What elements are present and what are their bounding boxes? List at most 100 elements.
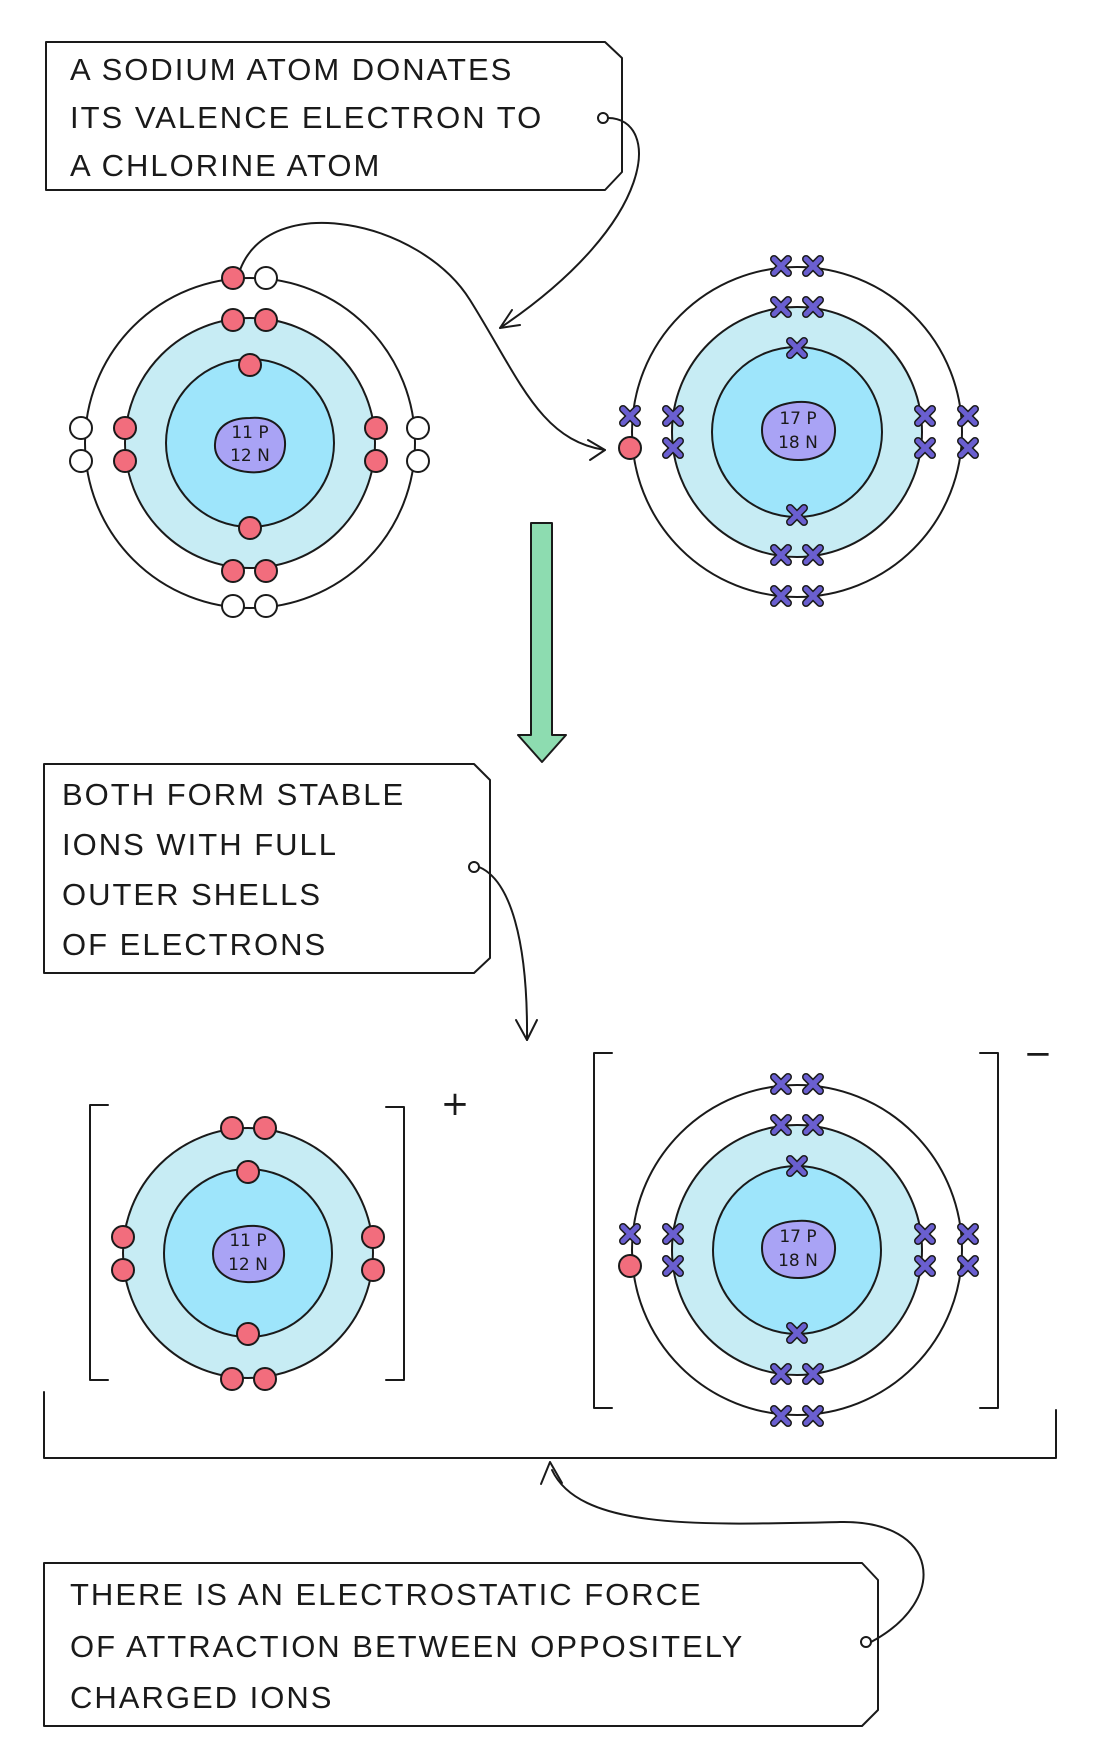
callout-attraction-line-2: OF ATTRACTION BETWEEN OPPOSITELY [70,1629,744,1664]
sodium-empty-electron-position [69,416,93,440]
chloride-ion-charge: − [1024,1034,1053,1074]
sodium-electron [238,353,262,377]
sodium-empty-electron-position [406,416,430,440]
sodium-empty-electron-position [221,594,245,618]
chloride-ion: − 17 P 18 N [593,1034,1053,1427]
chlorine-electron [786,504,808,526]
chloride-ion-electron [957,1255,979,1277]
sodium-empty-electron-position [406,449,430,473]
chlorine-atom-nucleus [760,400,837,462]
chlorine-electron [662,437,684,459]
transferred-electron [618,436,642,460]
chlorine-electron [770,585,792,607]
chlorine-atom-outer-shell [631,266,963,598]
chloride-ion-nucleus [760,1219,837,1280]
sodium-electron [254,559,278,583]
chlorine-electron [802,255,824,277]
sodium-ion: + 11 P 12 N [89,1084,470,1391]
gained-electron [618,1254,642,1278]
sodium-ion-nucleus [211,1224,286,1284]
chloride-ion-electron [770,1405,792,1427]
chloride-ion-electron [914,1223,936,1245]
sodium-ion-right-bracket [385,1106,405,1381]
ion-pair-bracket [43,1391,1057,1459]
sodium-atom: 11 P 12 N [69,266,430,618]
callout-donation: A SODIUM ATOM DONATES ITS VALENCE ELECTR… [45,41,623,191]
sodium-ion-electrons [111,1116,385,1391]
sodium-ion-electron [220,1116,244,1140]
stable-pointer-arrow [468,861,538,1041]
chlorine-electron [770,255,792,277]
sodium-ion-electron [236,1322,260,1346]
chloride-ion-electrons [618,1073,979,1427]
chloride-ion-electron [786,1322,808,1344]
chloride-ion-electron [786,1155,808,1177]
chlorine-electron [914,437,936,459]
donation-pointer-arrow [499,112,640,329]
sodium-ion-protons: 11 P [229,1231,266,1251]
chlorine-atom-protons: 17 P [779,409,816,429]
sodium-electron [113,416,137,440]
chloride-ion-electron [802,1405,824,1427]
sodium-ion-electron [111,1258,135,1282]
electron-transfer-arrow [239,221,606,461]
chlorine-atom-electrons [618,255,979,607]
chlorine-atom-neutrons: 18 N [778,433,818,453]
chlorine-electron [619,405,641,427]
sodium-ion-electron [220,1367,244,1391]
callout-attraction: THERE IS AN ELECTROSTATIC FORCE OF ATTRA… [43,1562,879,1727]
callout-donation-line-1: A SODIUM ATOM DONATES [70,52,513,87]
chlorine-electron [957,405,979,427]
sodium-ion-electron [253,1367,277,1391]
callout-stable: BOTH FORM STABLE IONS WITH FULL OUTER SH… [43,763,491,974]
sodium-valence-electron [221,266,245,290]
sodium-atom-nucleus [213,416,287,474]
sodium-ion-electron [236,1160,260,1184]
sodium-ion-electron [361,1225,385,1249]
callout-stable-line-2: IONS WITH FULL [62,827,338,862]
reaction-down-arrow [517,522,567,763]
chloride-ion-left-bracket [593,1052,613,1409]
chloride-ion-electron [802,1114,824,1136]
sodium-atom-outer-shell [84,277,416,609]
chlorine-electron [802,585,824,607]
chloride-ion-electron [802,1363,824,1385]
sodium-ion-neutrons: 12 N [228,1255,268,1275]
chlorine-electron [802,544,824,566]
sodium-ion-charge: + [441,1084,470,1124]
chlorine-electron [770,296,792,318]
chloride-ion-outer-shell [631,1084,963,1416]
sodium-atom-neutrons: 12 N [230,446,270,466]
chlorine-electron [914,405,936,427]
chlorine-atom: 17 P 18 N [618,255,979,607]
chloride-ion-neutrons: 18 N [778,1251,818,1271]
sodium-empty-electron-position [69,449,93,473]
sodium-ion-electron [253,1116,277,1140]
chlorine-electron [770,544,792,566]
sodium-empty-electron-position [254,594,278,618]
chloride-ion-electron [802,1073,824,1095]
chloride-ion-electron [770,1363,792,1385]
sodium-ion-electron [361,1258,385,1282]
chlorine-electron [802,296,824,318]
chloride-ion-electron [662,1223,684,1245]
sodium-electron [221,308,245,332]
chlorine-electron [957,437,979,459]
sodium-ion-electron [111,1225,135,1249]
callout-stable-line-4: OF ELECTRONS [62,927,327,962]
chloride-ion-electron [619,1223,641,1245]
chloride-ion-electron [662,1255,684,1277]
callout-stable-line-3: OUTER SHELLS [62,877,322,912]
sodium-ion-left-bracket [89,1104,109,1381]
callout-attraction-line-1: THERE IS AN ELECTROSTATIC FORCE [70,1577,703,1612]
sodium-electron [221,559,245,583]
sodium-electron [364,416,388,440]
chloride-ion-electron [770,1073,792,1095]
chlorine-electron [662,405,684,427]
attraction-pointer-arrow [540,1461,925,1648]
chloride-ion-electron [770,1114,792,1136]
sodium-electron [254,308,278,332]
callout-donation-line-3: A CHLORINE ATOM [70,148,381,183]
chloride-ion-protons: 17 P [779,1227,816,1247]
